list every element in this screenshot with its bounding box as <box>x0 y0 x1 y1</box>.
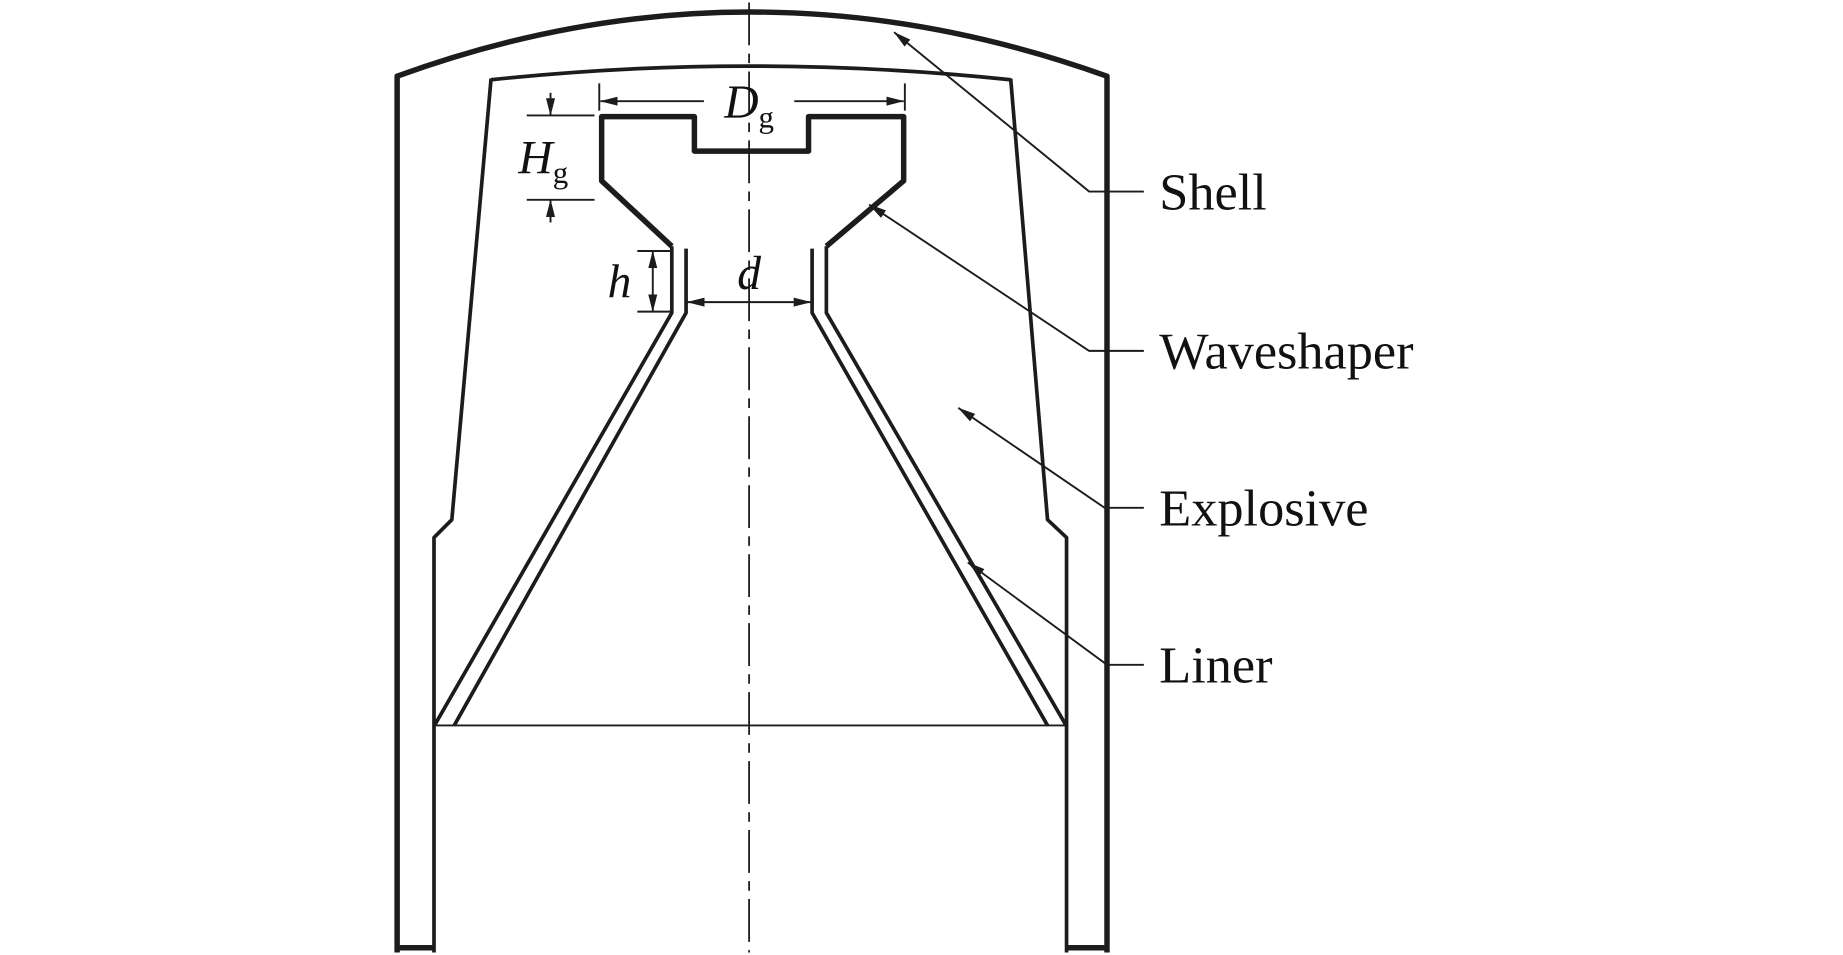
shell-inner-contour <box>432 64 1069 953</box>
dim-label-d: d <box>737 248 761 300</box>
dim-label-Hg: Hg <box>517 133 568 191</box>
leader-line-liner <box>967 561 1144 666</box>
dim-h: h <box>608 250 673 313</box>
dim-label-h: h <box>608 256 632 308</box>
dim-label-Dg: Dg <box>723 77 774 135</box>
dim-h-ticks <box>637 250 673 313</box>
leader-line-explosive <box>957 407 1144 509</box>
dim-Dg: Dg <box>598 77 906 135</box>
callout-liner: Liner <box>967 561 1273 695</box>
label-explosive: Explosive <box>1159 480 1368 538</box>
label-waveshaper: Waveshaper <box>1159 323 1413 381</box>
waveshaper-profile <box>598 113 907 249</box>
label-shell: Shell <box>1159 163 1267 221</box>
shell-outline <box>394 9 1110 953</box>
leader-line-waveshaper <box>868 203 1144 352</box>
dim-Hg-ticks <box>526 114 595 201</box>
label-liner: Liner <box>1159 637 1272 695</box>
liner-cone <box>433 246 1067 727</box>
dim-Hg: Hg <box>517 92 595 223</box>
dim-d: d <box>686 248 812 307</box>
callout-explosive: Explosive <box>957 407 1368 538</box>
leader-line-shell <box>893 31 1144 193</box>
callout-shell: Shell <box>893 31 1267 221</box>
dim-Dg-extension-lines <box>598 83 906 111</box>
callout-waveshaper: Waveshaper <box>868 203 1414 381</box>
